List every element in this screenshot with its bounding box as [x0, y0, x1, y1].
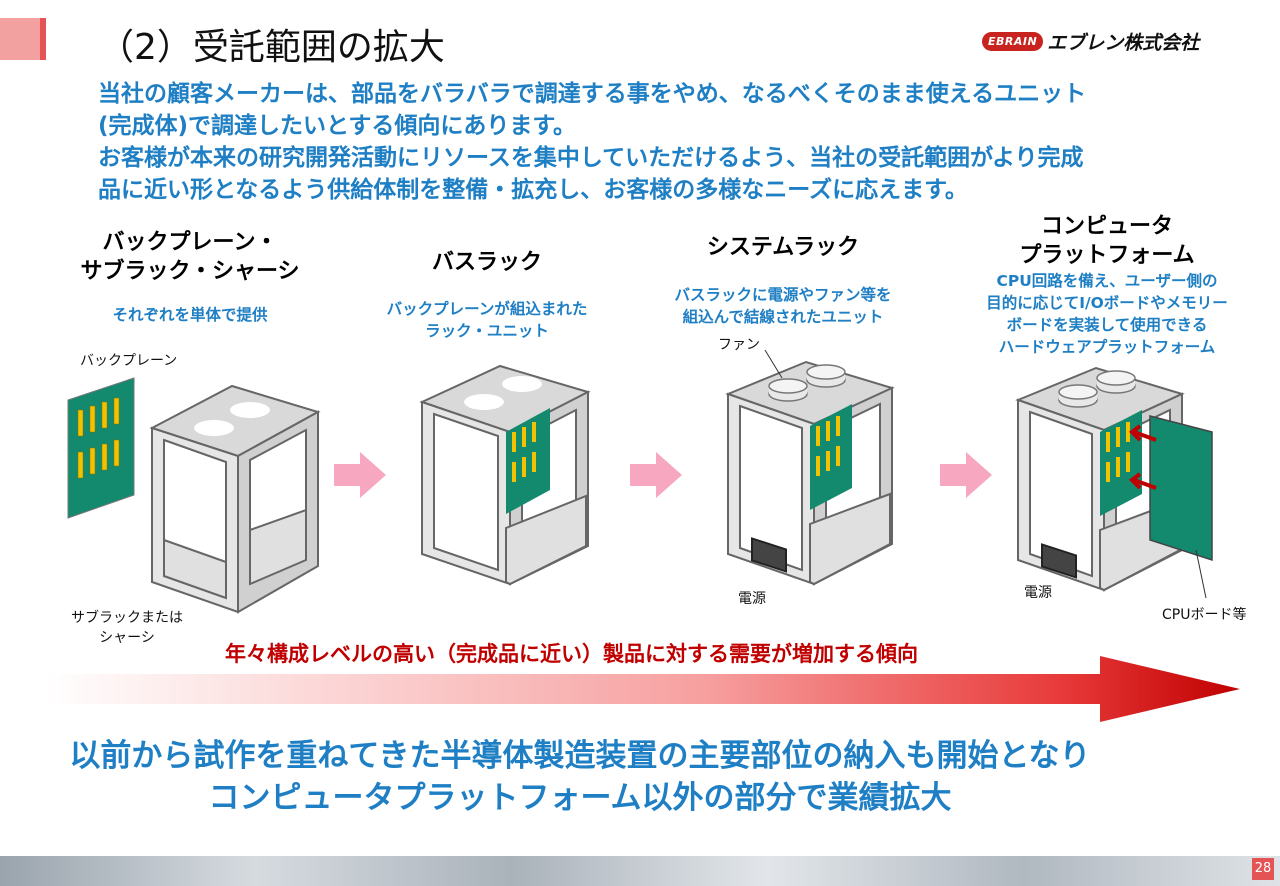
- intro-text: 当社の顧客メーカーは、部品をバラバラで調達する事をやめ、なるべくそのまま使えるユ…: [98, 78, 1248, 206]
- footer-band: [0, 856, 1280, 886]
- step-arrow-icon: [630, 452, 682, 498]
- label-power-supply: 電源: [1024, 585, 1052, 601]
- trend-arrow-icon: [44, 656, 1240, 722]
- label-fan: ファン: [718, 337, 760, 353]
- label-subrack: サブラックまたは シャーシ: [71, 610, 183, 646]
- stage-1-heading: バックプレーン・ サブラック・シャーシ: [80, 230, 300, 284]
- stage-3-heading: システムラック: [706, 235, 860, 260]
- backplane-and-subrack-illustration: [67, 377, 321, 614]
- intro-line: 品に近い形となるよう供給体制を整備・拡充し、お客様の多様なニーズに応えます。: [98, 177, 968, 203]
- step-arrow-icon: [940, 452, 992, 498]
- trend-text: 年々構成レベルの高い（完成品に近い）製品に対する需要が増加する傾向: [225, 642, 918, 666]
- cpu-board: [1149, 415, 1213, 562]
- backplane-board: [67, 377, 135, 519]
- intro-line: 当社の顧客メーカーは、部品をバラバラで調達する事をやめ、なるべくそのまま使えるユ…: [98, 81, 1087, 107]
- stage-4-heading: コンピュータ プラットフォーム: [1019, 214, 1195, 268]
- logo-company-name: エブレン株式会社: [1047, 32, 1200, 54]
- conclusion-text: 以前から試作を重ねてきた半導体製造装置の主要部位の納入も開始となり コンピュータ…: [0, 735, 1160, 819]
- subrack-frame: [149, 384, 321, 614]
- conclusion-line: 以前から試作を重ねてきた半導体製造装置の主要部位の納入も開始となり: [69, 738, 1091, 774]
- intro-line: (完成体)で調達したいとする傾向にあります。: [98, 113, 577, 139]
- label-backplane: バックプレーン: [80, 353, 178, 369]
- title-accent-bar: [0, 18, 46, 60]
- logo-badge: EBRAIN: [982, 32, 1044, 51]
- stage-4-description: CPU回路を備え、ユーザー側の 目的に応じてI/Oボードやメモリー ボードを実装…: [986, 272, 1228, 356]
- label-cpu-board: CPUボード等: [1162, 607, 1247, 623]
- intro-line: お客様が本来の研究開発活動にリソースを集中していただけるよう、当社の受託範囲がよ…: [98, 145, 1084, 171]
- stage-3-description: バスラックに電源やファン等を 組込んで結線されたユニット: [674, 286, 892, 326]
- bus-rack-illustration: [419, 364, 591, 586]
- fan-units: [768, 364, 846, 402]
- computer-platform-illustration: [1015, 366, 1213, 599]
- stage-2-heading: バスラック: [431, 250, 542, 275]
- power-supply-unit: [751, 537, 787, 573]
- insert-arrow-icons: [1128, 424, 1157, 490]
- company-logo: EBRAIN エブレン株式会社: [982, 28, 1199, 55]
- stage-2-description: バックプレーンが組込まれた ラック・ユニット: [386, 300, 588, 340]
- system-rack-illustration: [725, 349, 895, 586]
- conclusion-line: コンピュータプラットフォーム以外の部分で業績拡大: [208, 780, 952, 816]
- power-supply-unit: [1041, 543, 1077, 579]
- stage-1-description: それぞれを単体で提供: [112, 306, 268, 324]
- step-arrow-icon: [334, 452, 386, 498]
- installed-backplane: [506, 408, 550, 514]
- page-number: 28: [1252, 858, 1274, 880]
- label-power-supply: 電源: [738, 591, 766, 607]
- page-title: （2）受託範囲の拡大: [98, 27, 445, 68]
